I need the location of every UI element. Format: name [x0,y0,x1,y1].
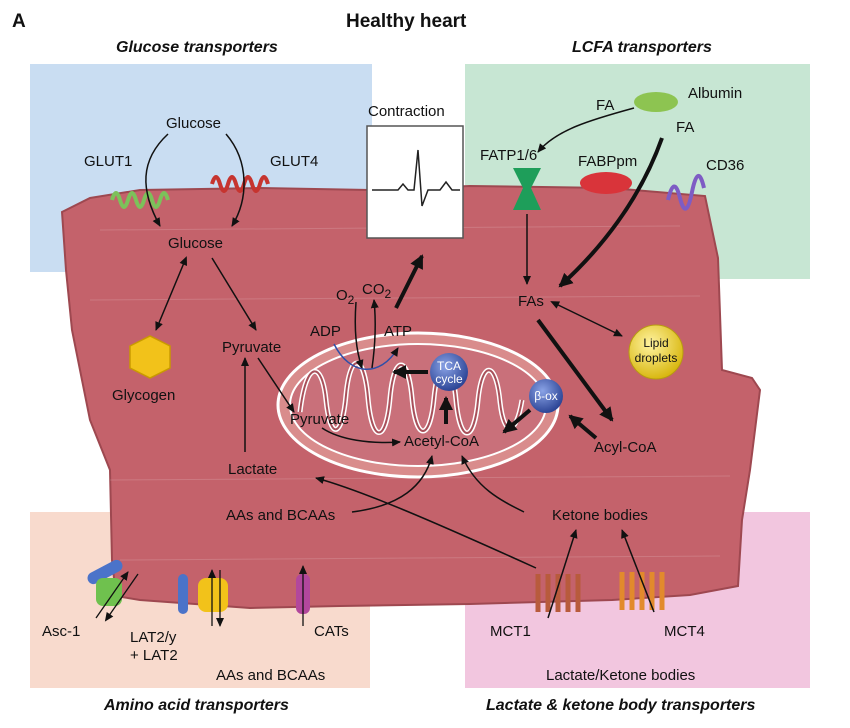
label-lactate-ketone: Lactate/Ketone bodies [546,667,696,684]
label-glut1: GLUT1 [84,153,133,170]
contraction-ecg-box [366,125,464,239]
albumin-protein [634,92,678,112]
label-lactate: Lactate [228,461,278,478]
label-pyruvate-mito: Pyruvate [290,411,350,428]
label-aas-bcaas: AAs and BCAAs [226,507,336,524]
mct4-transporter [619,572,665,610]
label-albumin: Albumin [688,85,743,102]
fabppm-protein [580,172,632,194]
arrow-fas-lipid [550,301,623,337]
glut4-transporter [210,175,270,193]
arrow-betaox-acetylcoa [502,408,532,434]
arrow-fas-acylcoa [536,318,614,422]
label-fa-top: FA [596,97,615,114]
pathway-arrows [145,107,655,619]
label-mct1: MCT1 [490,623,531,640]
label-aas-bcaas-bottom: AAs and BCAAs [216,667,326,684]
label-fatp: FATP1/6 [480,147,538,164]
label-adp: ADP [310,323,341,340]
arrow-mct1-lactate [315,476,537,569]
arrow-glucose-glycogen [155,256,187,331]
label-acyl-coa: Acyl-CoA [594,439,657,456]
label-tca-cycle: TCA cycle [435,359,463,386]
label-glucose-out: Glucose [166,115,222,132]
glut1-transporter [110,191,170,209]
arrow-glucose-pyruvate [211,257,257,331]
arrow-glut4-glucose [225,133,245,227]
asc1-transporter [87,559,123,606]
label-mct4: MCT4 [664,623,705,640]
label-lat2-b: + LAT2 [130,647,178,664]
label-glycogen: Glycogen [112,387,176,404]
arrow-glut1-glucose [145,133,169,227]
label-fa-right: FA [676,119,695,136]
lipid-droplets-blob [628,324,684,380]
header-amino-acid-transporters: Amino acid transporters [104,697,289,714]
label-fas: FAs [518,293,544,310]
cd36-transporter [666,174,706,211]
label-asc1: Asc-1 [42,623,81,640]
label-cats: CATs [314,623,349,640]
label-cd36: CD36 [706,157,745,174]
label-co2: CO2 [362,281,392,301]
arrow-albumin-fatp [537,107,635,153]
ecg-trace [372,149,460,207]
header-lactate-ketone-transporters: Lactate & ketone body transporters [486,697,756,714]
label-glucose-in: Glucose [168,235,224,252]
arrow-mct1-ketone [547,529,578,619]
cell-texture [89,225,731,561]
arrow-ketone-acetylcoa [461,455,525,513]
amino-transport-arrows [95,565,307,627]
label-pyruvate: Pyruvate [222,339,282,356]
label-lat2: LAT2/y [130,629,177,646]
label-o2: O2 [336,287,355,307]
label-lipid-droplets: Lipid droplets [634,336,678,365]
arrow-co2-out [370,299,379,369]
label-ketone-bodies: Ketone bodies [552,507,648,524]
mct1-transporter [535,574,581,612]
label-contraction: Contraction [368,103,445,120]
label-fabppm: FABPpm [578,153,638,170]
mitochondrion [276,331,560,479]
tca-cycle-ball [430,353,468,391]
fatp-transporter [513,168,541,210]
thick-arrows [392,137,664,440]
arrow-aas-acetylcoa [351,455,434,513]
label-atp: ATP [384,323,413,340]
label-glut4: GLUT4 [270,153,319,170]
arrow-mct4-ketone [621,529,655,613]
arrow-atp-contraction [394,254,424,309]
header-lcfa-transporters: LCFA transporters [572,39,712,56]
label-acetyl-coa: Acetyl-CoA [404,433,480,450]
arrow-o2-in [354,301,364,369]
glycogen-granule [129,335,171,379]
arrow-fa-cd36-fas [558,137,664,288]
header-glucose-transporters: Glucose transporters [116,39,278,56]
arrow-acylcoa-betaox [568,414,598,440]
arrow-pyruvate-mito [257,357,295,413]
panel-letter: A [12,11,26,32]
arrow-pyruvate-acetylcoa [321,427,401,447]
arrow-adp-atp [333,343,399,371]
label-beta-ox: β-ox [534,389,558,403]
beta-ox-ball [529,379,563,413]
diagram-title: Healthy heart [346,11,467,32]
